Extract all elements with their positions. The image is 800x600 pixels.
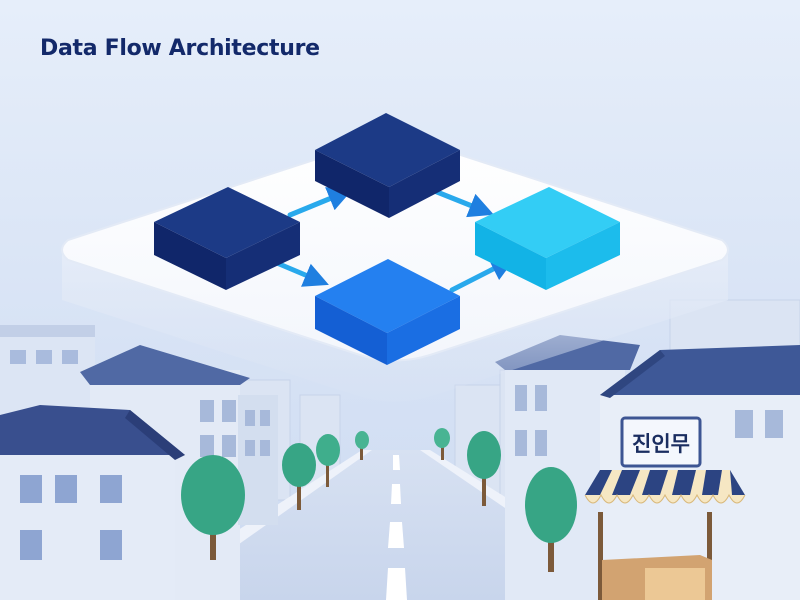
node-block-right [475,187,620,290]
tree-icon [181,428,577,572]
arrow-icon [287,187,353,218]
node-block-left [154,187,300,290]
node-block-top [315,113,460,218]
left-buildings [0,325,278,600]
shop-sign-text: 진인무 [632,432,690,456]
page-title: Data Flow Architecture [40,36,320,61]
striped-awning-icon [584,470,746,504]
shop-sign-board [620,416,702,468]
node-block-bottom [315,259,460,365]
right-buildings: 진인무 [495,335,800,600]
